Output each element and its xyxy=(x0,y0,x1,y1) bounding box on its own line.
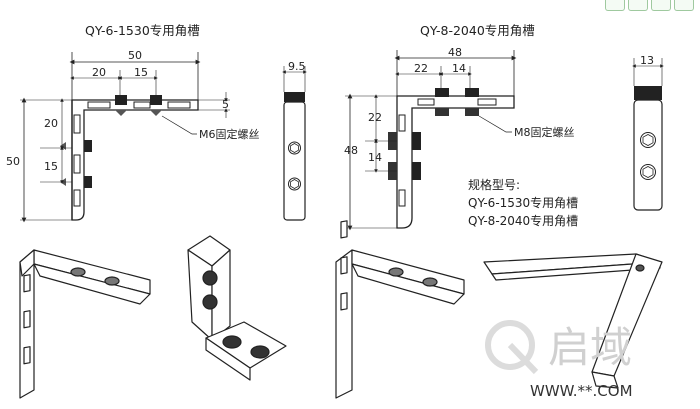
toolbar-icon-4[interactable] xyxy=(674,0,694,11)
spec-heading: 规格型号: xyxy=(468,177,520,192)
toolbar-icon-2[interactable] xyxy=(628,0,648,11)
right-side-width: 13 xyxy=(640,54,654,67)
iso-bracket-mid xyxy=(187,235,287,381)
left-side-view: 9.5 xyxy=(282,60,307,221)
left-side-width: 9.5 xyxy=(288,60,306,73)
iso-bracket-right xyxy=(335,220,465,399)
right-title: QY-8-2040专用角槽 xyxy=(420,23,535,38)
left-thickness: 5 xyxy=(222,98,229,111)
toolbar-icon-3[interactable] xyxy=(651,0,671,11)
toolbar-icon-1[interactable] xyxy=(605,0,625,11)
spec-item-1: QY-6-1530专用角槽 xyxy=(468,195,578,210)
left-overall-width: 50 xyxy=(128,49,142,62)
right-screw-label: M8固定螺丝 xyxy=(514,125,575,139)
right-overall-width: 48 xyxy=(448,46,462,59)
right-v-segment-b: 14 xyxy=(368,151,382,164)
spec-item-2: QY-8-2040专用角槽 xyxy=(468,213,578,228)
right-segment-a: 22 xyxy=(414,62,428,75)
spec-block: 规格型号: QY-6-1530专用角槽 QY-8-2040专用角槽 xyxy=(468,177,578,228)
left-v-segment-a: 20 xyxy=(44,117,58,130)
right-segment-b: 14 xyxy=(452,62,466,75)
left-drawing: QY-6-1530专用角槽 50 20 15 xyxy=(6,23,260,223)
watermark-url: WWW.**.COM xyxy=(530,382,633,400)
iso-bracket-left xyxy=(19,249,151,399)
left-height-total: 50 xyxy=(6,155,20,168)
left-title: QY-6-1530专用角槽 xyxy=(85,23,200,38)
left-segment-a: 20 xyxy=(92,66,106,79)
right-drawing: QY-8-2040专用角槽 48 22 14 M8固定螺丝 48 xyxy=(344,23,575,231)
iso-bracket-long xyxy=(483,253,663,389)
left-v-segment-b: 15 xyxy=(44,160,58,173)
right-side-view: 13 xyxy=(632,54,664,211)
right-height-total: 48 xyxy=(344,144,358,157)
watermark-brand: 启域 xyxy=(548,323,632,372)
left-segment-b: 15 xyxy=(134,66,148,79)
watermark: 启域 WWW.**.COM xyxy=(485,320,633,400)
left-screw-label: M6固定螺丝 xyxy=(199,127,260,141)
toolbar-icons xyxy=(605,0,694,12)
right-v-segment-a: 22 xyxy=(368,111,382,124)
